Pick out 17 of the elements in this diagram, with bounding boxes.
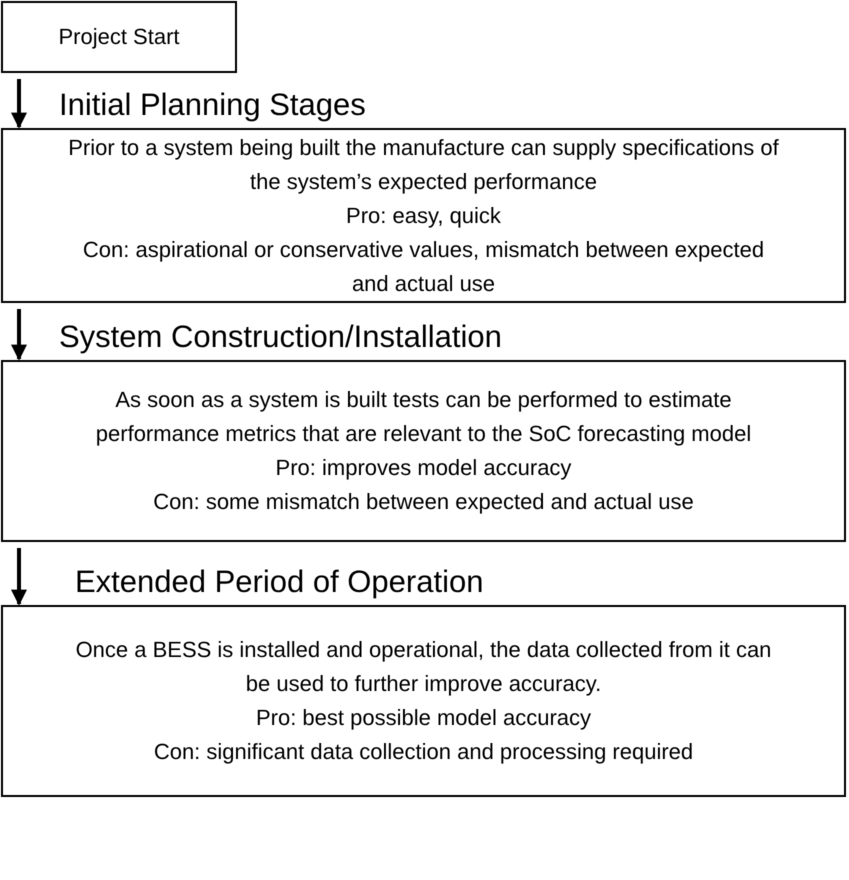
stage-heading: Initial Planning Stages	[59, 86, 366, 124]
start-label: Project Start	[58, 23, 180, 51]
pro-text: Pro: best possible model accuracy	[256, 704, 592, 732]
stage-heading: Extended Period of Operation	[75, 563, 484, 601]
arrow	[11, 79, 27, 129]
pro-text: Pro: improves model accuracy	[276, 454, 572, 482]
arrow	[11, 309, 27, 361]
arrow	[11, 548, 27, 606]
con-text: Con: significant data collection and processing required	[154, 738, 694, 766]
stage-heading: System Construction/Installation	[59, 318, 502, 356]
start-box	[1, 1, 237, 73]
pro-text: Pro: easy, quick	[346, 202, 501, 230]
con-text: Con: aspirational or conservative values, mismatch between expected and actual use	[82, 236, 766, 298]
description-text: Once a BESS is installed and operational, the data collected from it can be used to further improve accuracy.	[74, 636, 772, 698]
con-text: Con: some mismatch between expected and actual use	[153, 488, 694, 516]
description-text: As soon as a system is built tests can be performed to estimate performance metrics that are relevant to the SoC forecasting model	[94, 386, 752, 448]
description-text: Prior to a system being built the manufacture can supply specifications of the system’s expected performance	[67, 134, 780, 196]
